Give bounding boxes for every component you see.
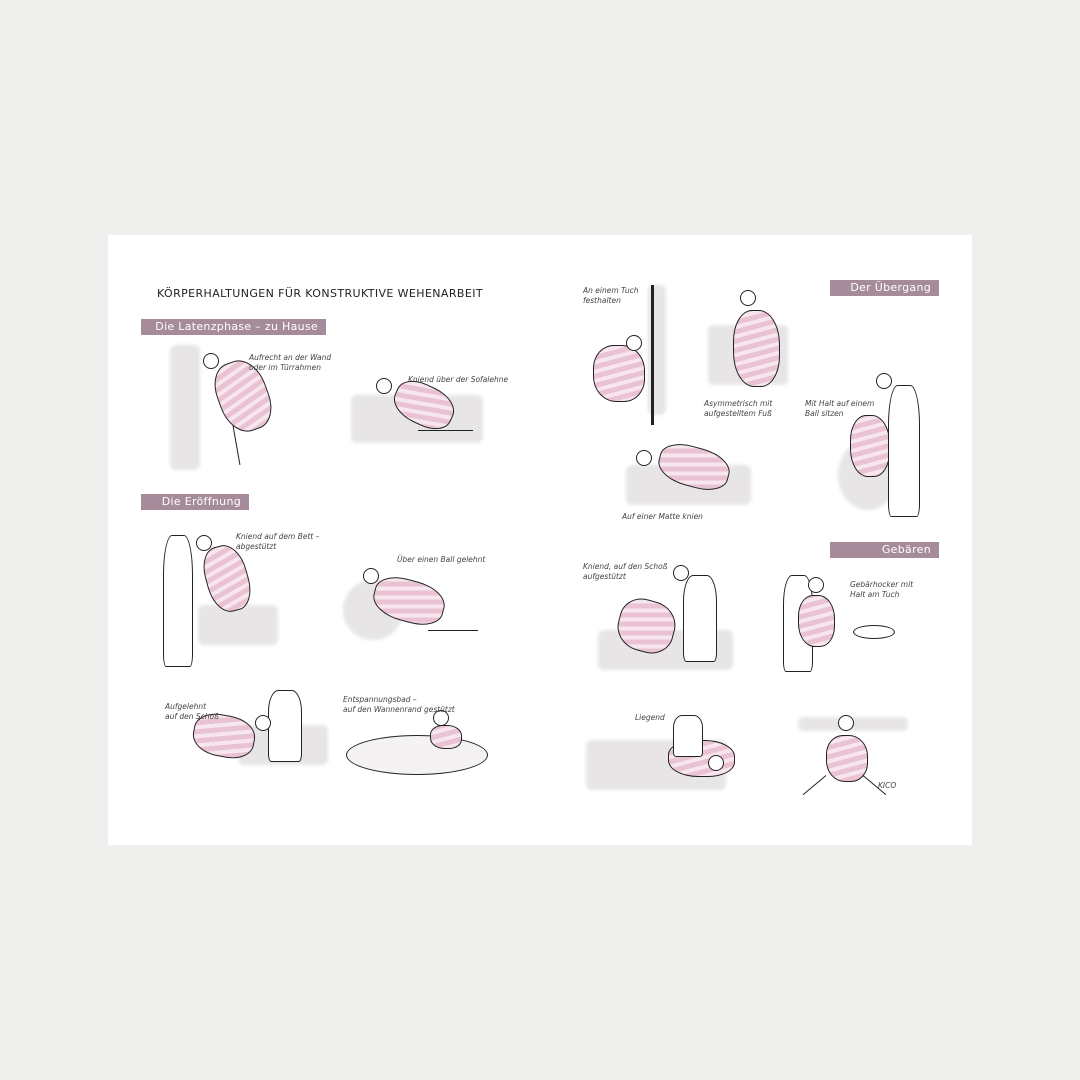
caption-kico: KICO [878,781,897,790]
caption-bath: Entspannungsbad –auf den Wannenrand gest… [343,695,455,714]
section-latent-phase: Die Latenzphase – zu Hause [141,319,326,335]
section-opening: Die Eröffnung [141,494,249,510]
book-spread: KÖRPERHALTUNGEN FÜR KONSTRUKTIVE WEHENAR… [108,235,972,845]
caption-lying: Liegend [635,713,665,722]
section-transition: Der Übergang [830,280,939,296]
caption-sofa: Kniend über der Sofalehne [408,375,509,384]
caption-bed: Kniend auf dem Bett –abgestützt [236,532,320,551]
caption-ball-lean: Über einen Ball gelehnt [397,555,486,564]
section-birth: Gebären [830,542,939,558]
caption-mat: Auf einer Matte knien [622,512,703,521]
page-title: KÖRPERHALTUNGEN FÜR KONSTRUKTIVE WEHENAR… [157,287,483,300]
